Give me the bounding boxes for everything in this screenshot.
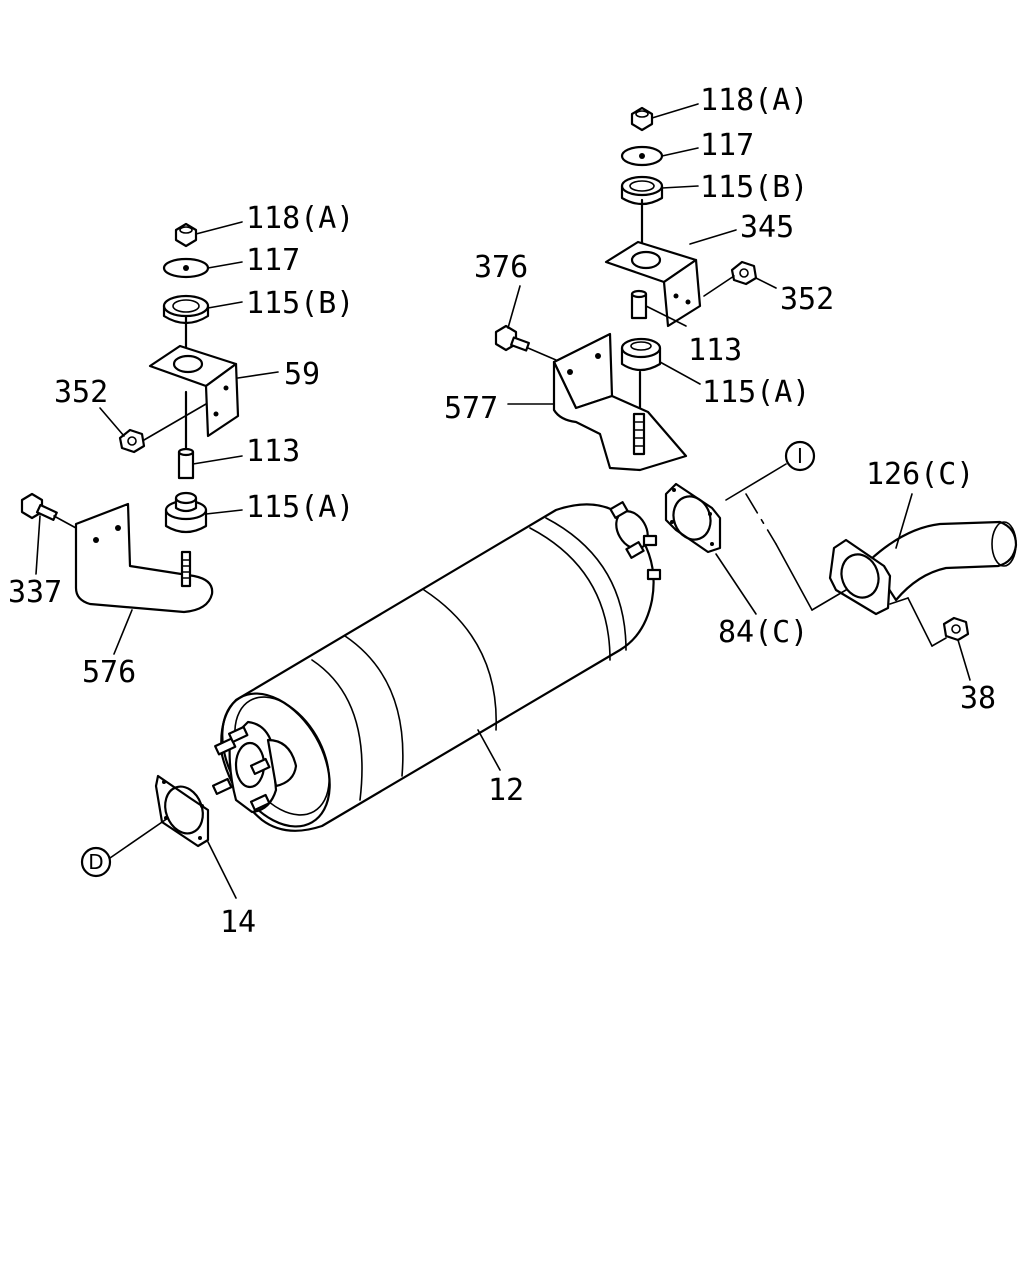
bracket-345 — [604, 240, 702, 328]
exhaust-pipe — [828, 520, 1018, 616]
callout-113-right: 113 — [688, 333, 742, 368]
reference-marker-d: D — [80, 846, 112, 878]
callout-59: 59 — [284, 357, 320, 392]
callout-labels: 118(A) 117 115(B) 345 376 352 113 115(A)… — [8, 83, 996, 940]
reference-marker-i: I — [784, 440, 816, 472]
callout-115a-right: 115(A) — [702, 375, 810, 410]
callout-118a-left: 118(A) — [246, 201, 354, 236]
muffler-body — [211, 501, 662, 832]
svg-text:I: I — [797, 444, 803, 468]
callout-115b-left: 115(B) — [246, 286, 354, 321]
left-mount-assembly — [20, 222, 240, 614]
callout-376: 376 — [474, 250, 528, 285]
leader-lines — [35, 103, 971, 899]
bracket-59 — [148, 344, 240, 438]
callout-337: 337 — [8, 575, 62, 610]
svg-text:D: D — [88, 850, 103, 874]
callout-115b-right: 115(B) — [700, 170, 808, 205]
callout-577: 577 — [444, 391, 498, 426]
callout-115a-left: 115(A) — [246, 490, 354, 525]
callout-345: 345 — [740, 210, 794, 245]
collar-113-left — [177, 447, 195, 480]
rear-flange — [211, 720, 298, 814]
callout-113-left: 113 — [246, 434, 300, 469]
nut-118a-right — [630, 106, 654, 132]
callout-352-right: 352 — [780, 282, 834, 317]
callout-576: 576 — [82, 655, 136, 690]
nut-352-left — [118, 428, 146, 454]
callout-117-left: 117 — [246, 243, 300, 278]
bracket-576 — [74, 502, 214, 614]
callout-38: 38 — [960, 681, 996, 716]
bushing-115a-left — [164, 491, 208, 534]
callout-118a-right: 118(A) — [700, 83, 808, 118]
collar-113-right — [630, 289, 648, 320]
callout-14: 14 — [220, 905, 256, 940]
nut-38 — [942, 616, 970, 642]
callout-126c: 126(C) — [866, 457, 974, 492]
bracket-577 — [552, 332, 688, 472]
callout-117-right: 117 — [700, 128, 754, 163]
front-flange — [609, 501, 662, 581]
bushing-115a-right — [620, 337, 662, 372]
front-gasket — [664, 482, 722, 554]
callout-352-left: 352 — [54, 375, 108, 410]
nut-118a-left — [174, 222, 198, 248]
bushing-115b-right — [620, 175, 664, 206]
nut-352-right — [730, 260, 758, 286]
right-mount-assembly — [494, 106, 758, 472]
rear-gasket — [154, 774, 210, 848]
callout-12: 12 — [488, 773, 524, 808]
bolt-376 — [494, 324, 530, 352]
callout-84c: 84(C) — [718, 615, 808, 650]
